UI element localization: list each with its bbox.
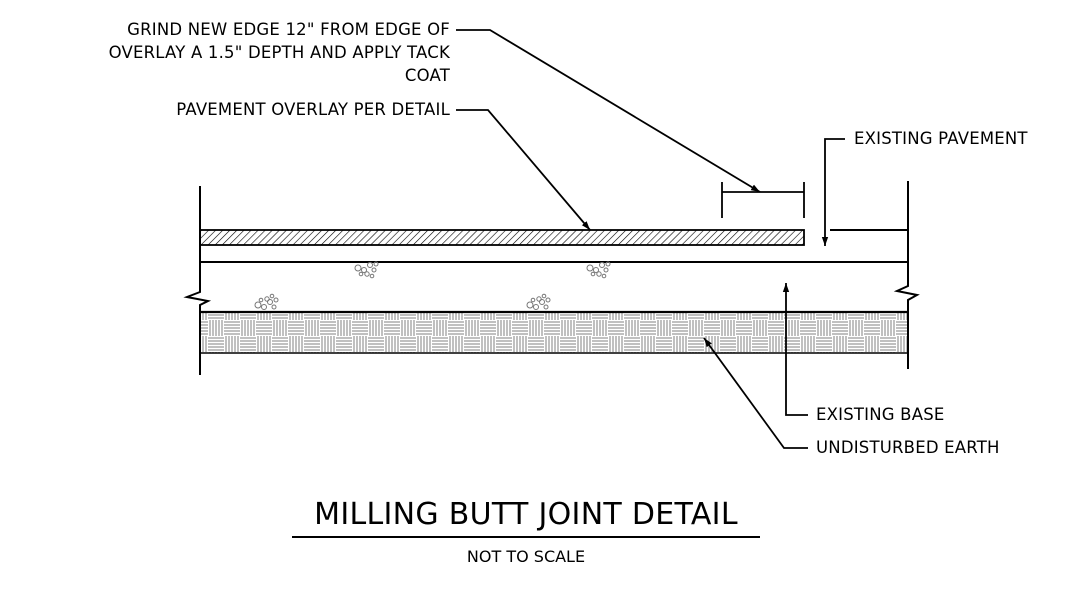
scale-note: NOT TO SCALE bbox=[466, 547, 586, 566]
grind-callout-line-2: OVERLAY A 1.5" DEPTH AND APPLY TACK bbox=[108, 43, 450, 62]
undisturbed-earth-callout: UNDISTURBED EARTH bbox=[816, 438, 1000, 457]
overlay-callout: PAVEMENT OVERLAY PER DETAIL bbox=[176, 100, 450, 119]
existing-base-callout: EXISTING BASE bbox=[816, 405, 945, 424]
left-break-line bbox=[183, 186, 212, 375]
existing-base-leader-line bbox=[782, 283, 808, 416]
grind-leader-line bbox=[456, 29, 761, 193]
grind-callout-line-1: GRIND NEW EDGE 12" FROM EDGE OF bbox=[127, 20, 450, 39]
undisturbed-earth-leader-line bbox=[703, 337, 808, 449]
grind-dimension-bracket bbox=[721, 182, 805, 218]
grind-callout-line-3: COAT bbox=[404, 66, 450, 85]
aggregate-symbol bbox=[254, 261, 611, 310]
existing-pavement-callout: EXISTING PAVEMENT bbox=[854, 129, 1028, 148]
detail-title: MILLING BUTT JOINT DETAIL bbox=[314, 497, 738, 532]
existing-pavement-leader-line bbox=[821, 138, 845, 246]
undisturbed-earth-layer bbox=[200, 312, 908, 353]
pavement-overlay-layer bbox=[199, 229, 805, 246]
overlay-leader-line bbox=[456, 109, 591, 231]
